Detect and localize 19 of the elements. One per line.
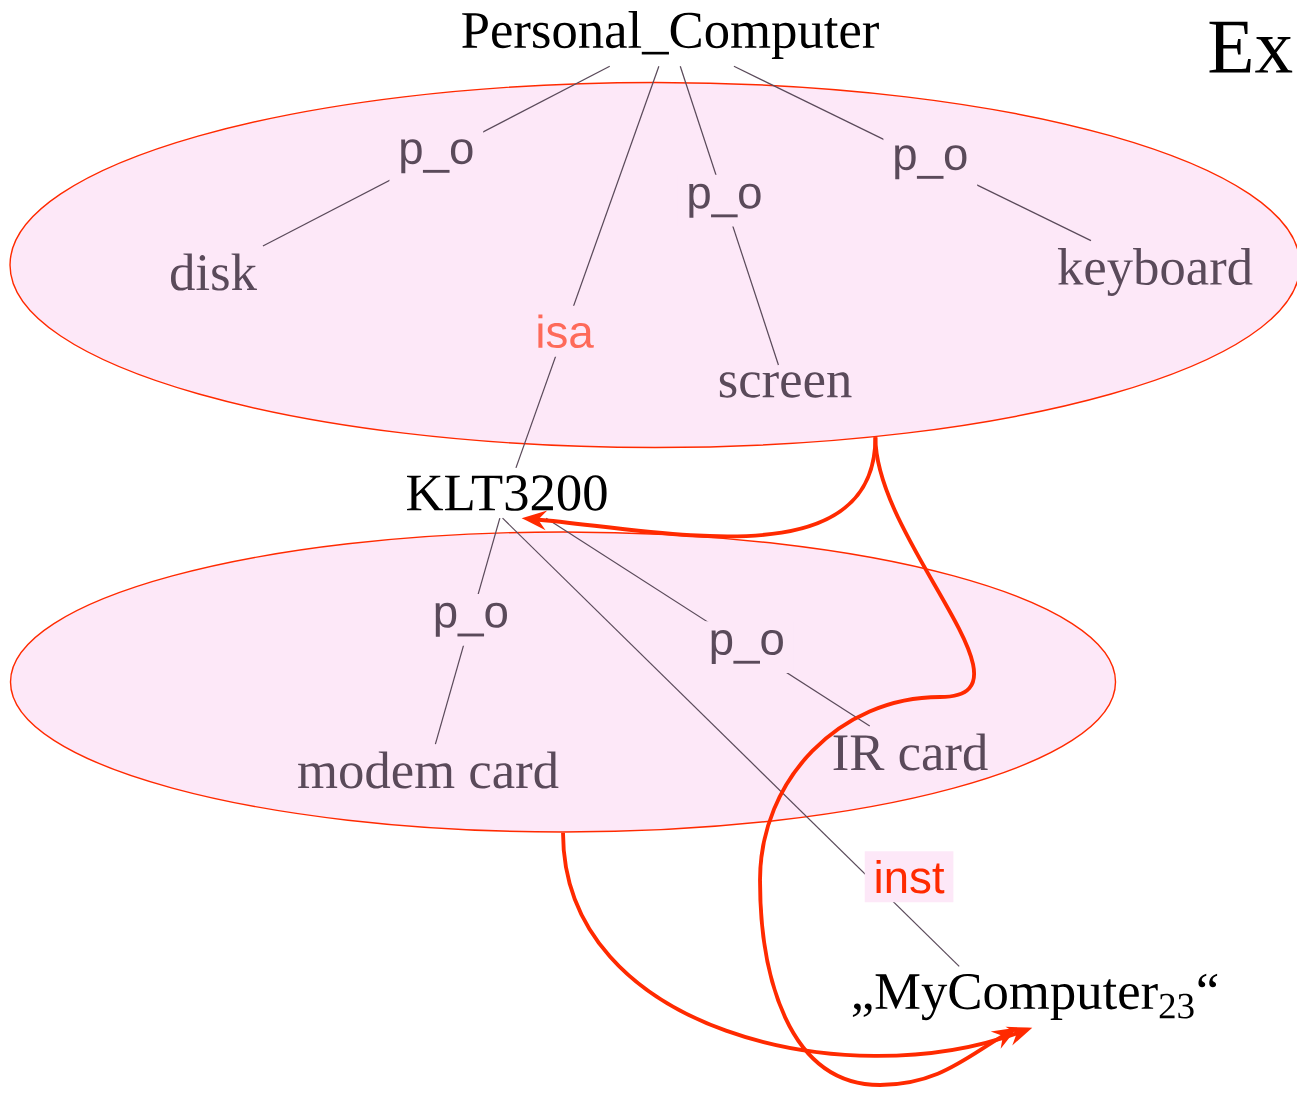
concept-label: „MyComputer$_{23}$“ bbox=[852, 973, 1218, 1021]
edge-label: p_o bbox=[699, 621, 794, 673]
concept-label: keyboard bbox=[1057, 248, 1253, 296]
concept-label: KLT3200 bbox=[407, 475, 607, 511]
edge-label: p_o bbox=[423, 594, 518, 646]
concept-label: Personal_Computer bbox=[462, 11, 879, 59]
edge-label: p_o bbox=[389, 130, 484, 182]
edge-label: inst bbox=[864, 851, 954, 903]
edge-label: p_o bbox=[883, 136, 978, 188]
concept-label: screen bbox=[719, 372, 852, 398]
concept-label: IR card bbox=[833, 733, 988, 771]
edge-label: isa bbox=[526, 305, 603, 357]
concept-label: modem card bbox=[298, 751, 559, 789]
edge-label: p_o bbox=[677, 174, 772, 227]
connector-line bbox=[501, 517, 960, 967]
ellipse-region bbox=[9, 531, 1117, 833]
concept-label: disk bbox=[171, 253, 257, 291]
heading-text: Ex bbox=[1209, 21, 1293, 73]
ellipse-region bbox=[9, 81, 1297, 449]
